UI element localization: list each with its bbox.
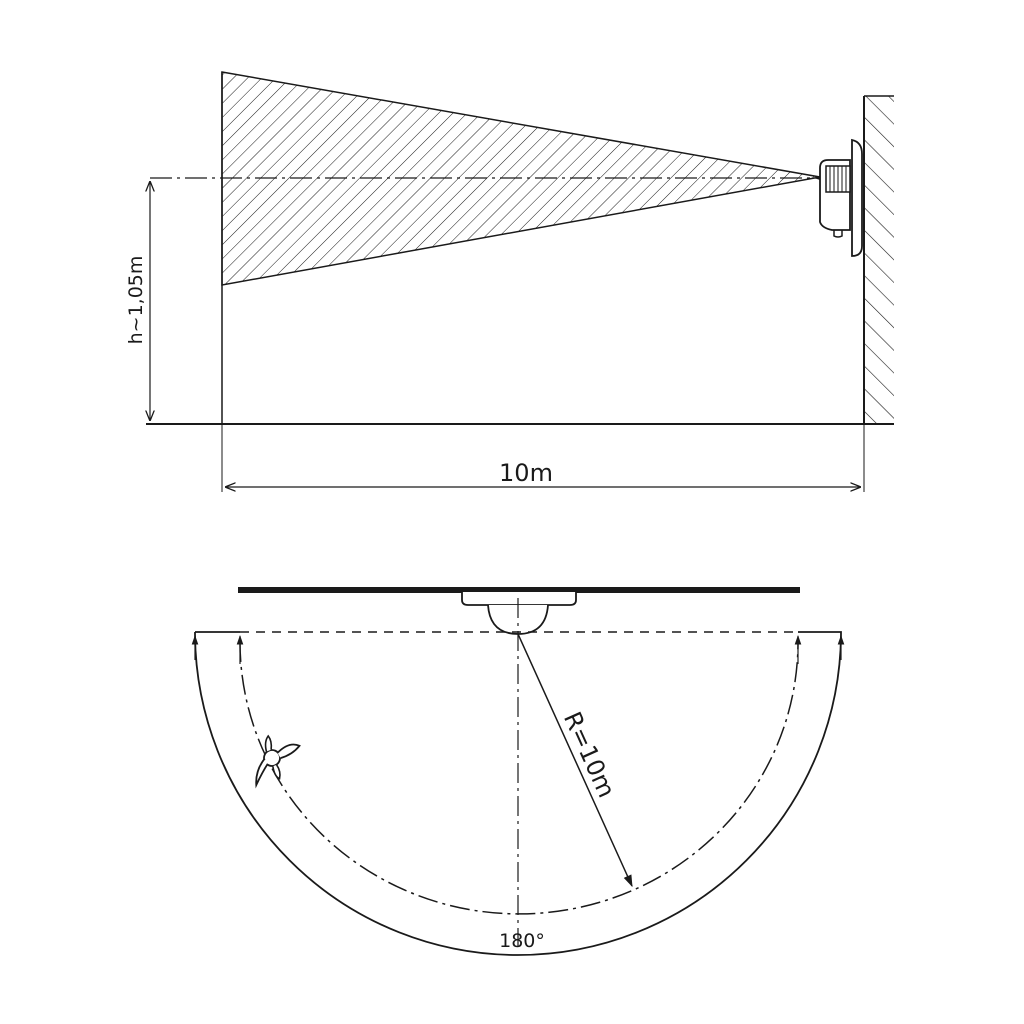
detection-cone — [221, 71, 821, 424]
outer-arc — [194, 631, 842, 956]
radius-label: R=10m — [558, 708, 621, 802]
height-label: h~1,05m — [125, 256, 147, 345]
distance-label: 10m — [499, 459, 553, 487]
angle-label: 180° — [499, 930, 545, 952]
side-view: h~1,05m 10m — [125, 71, 894, 492]
person-icon — [255, 734, 301, 789]
radius-line — [517, 633, 633, 888]
motion-sensor-device-top — [461, 592, 577, 635]
motion-sensor-device-side — [814, 138, 863, 257]
wall — [863, 95, 894, 424]
top-view: R=10m 180° — [191, 587, 845, 956]
distance-dimension: 10m — [221, 424, 865, 492]
height-dimension: h~1,05m — [125, 182, 222, 425]
detection-range-arc — [239, 641, 799, 915]
